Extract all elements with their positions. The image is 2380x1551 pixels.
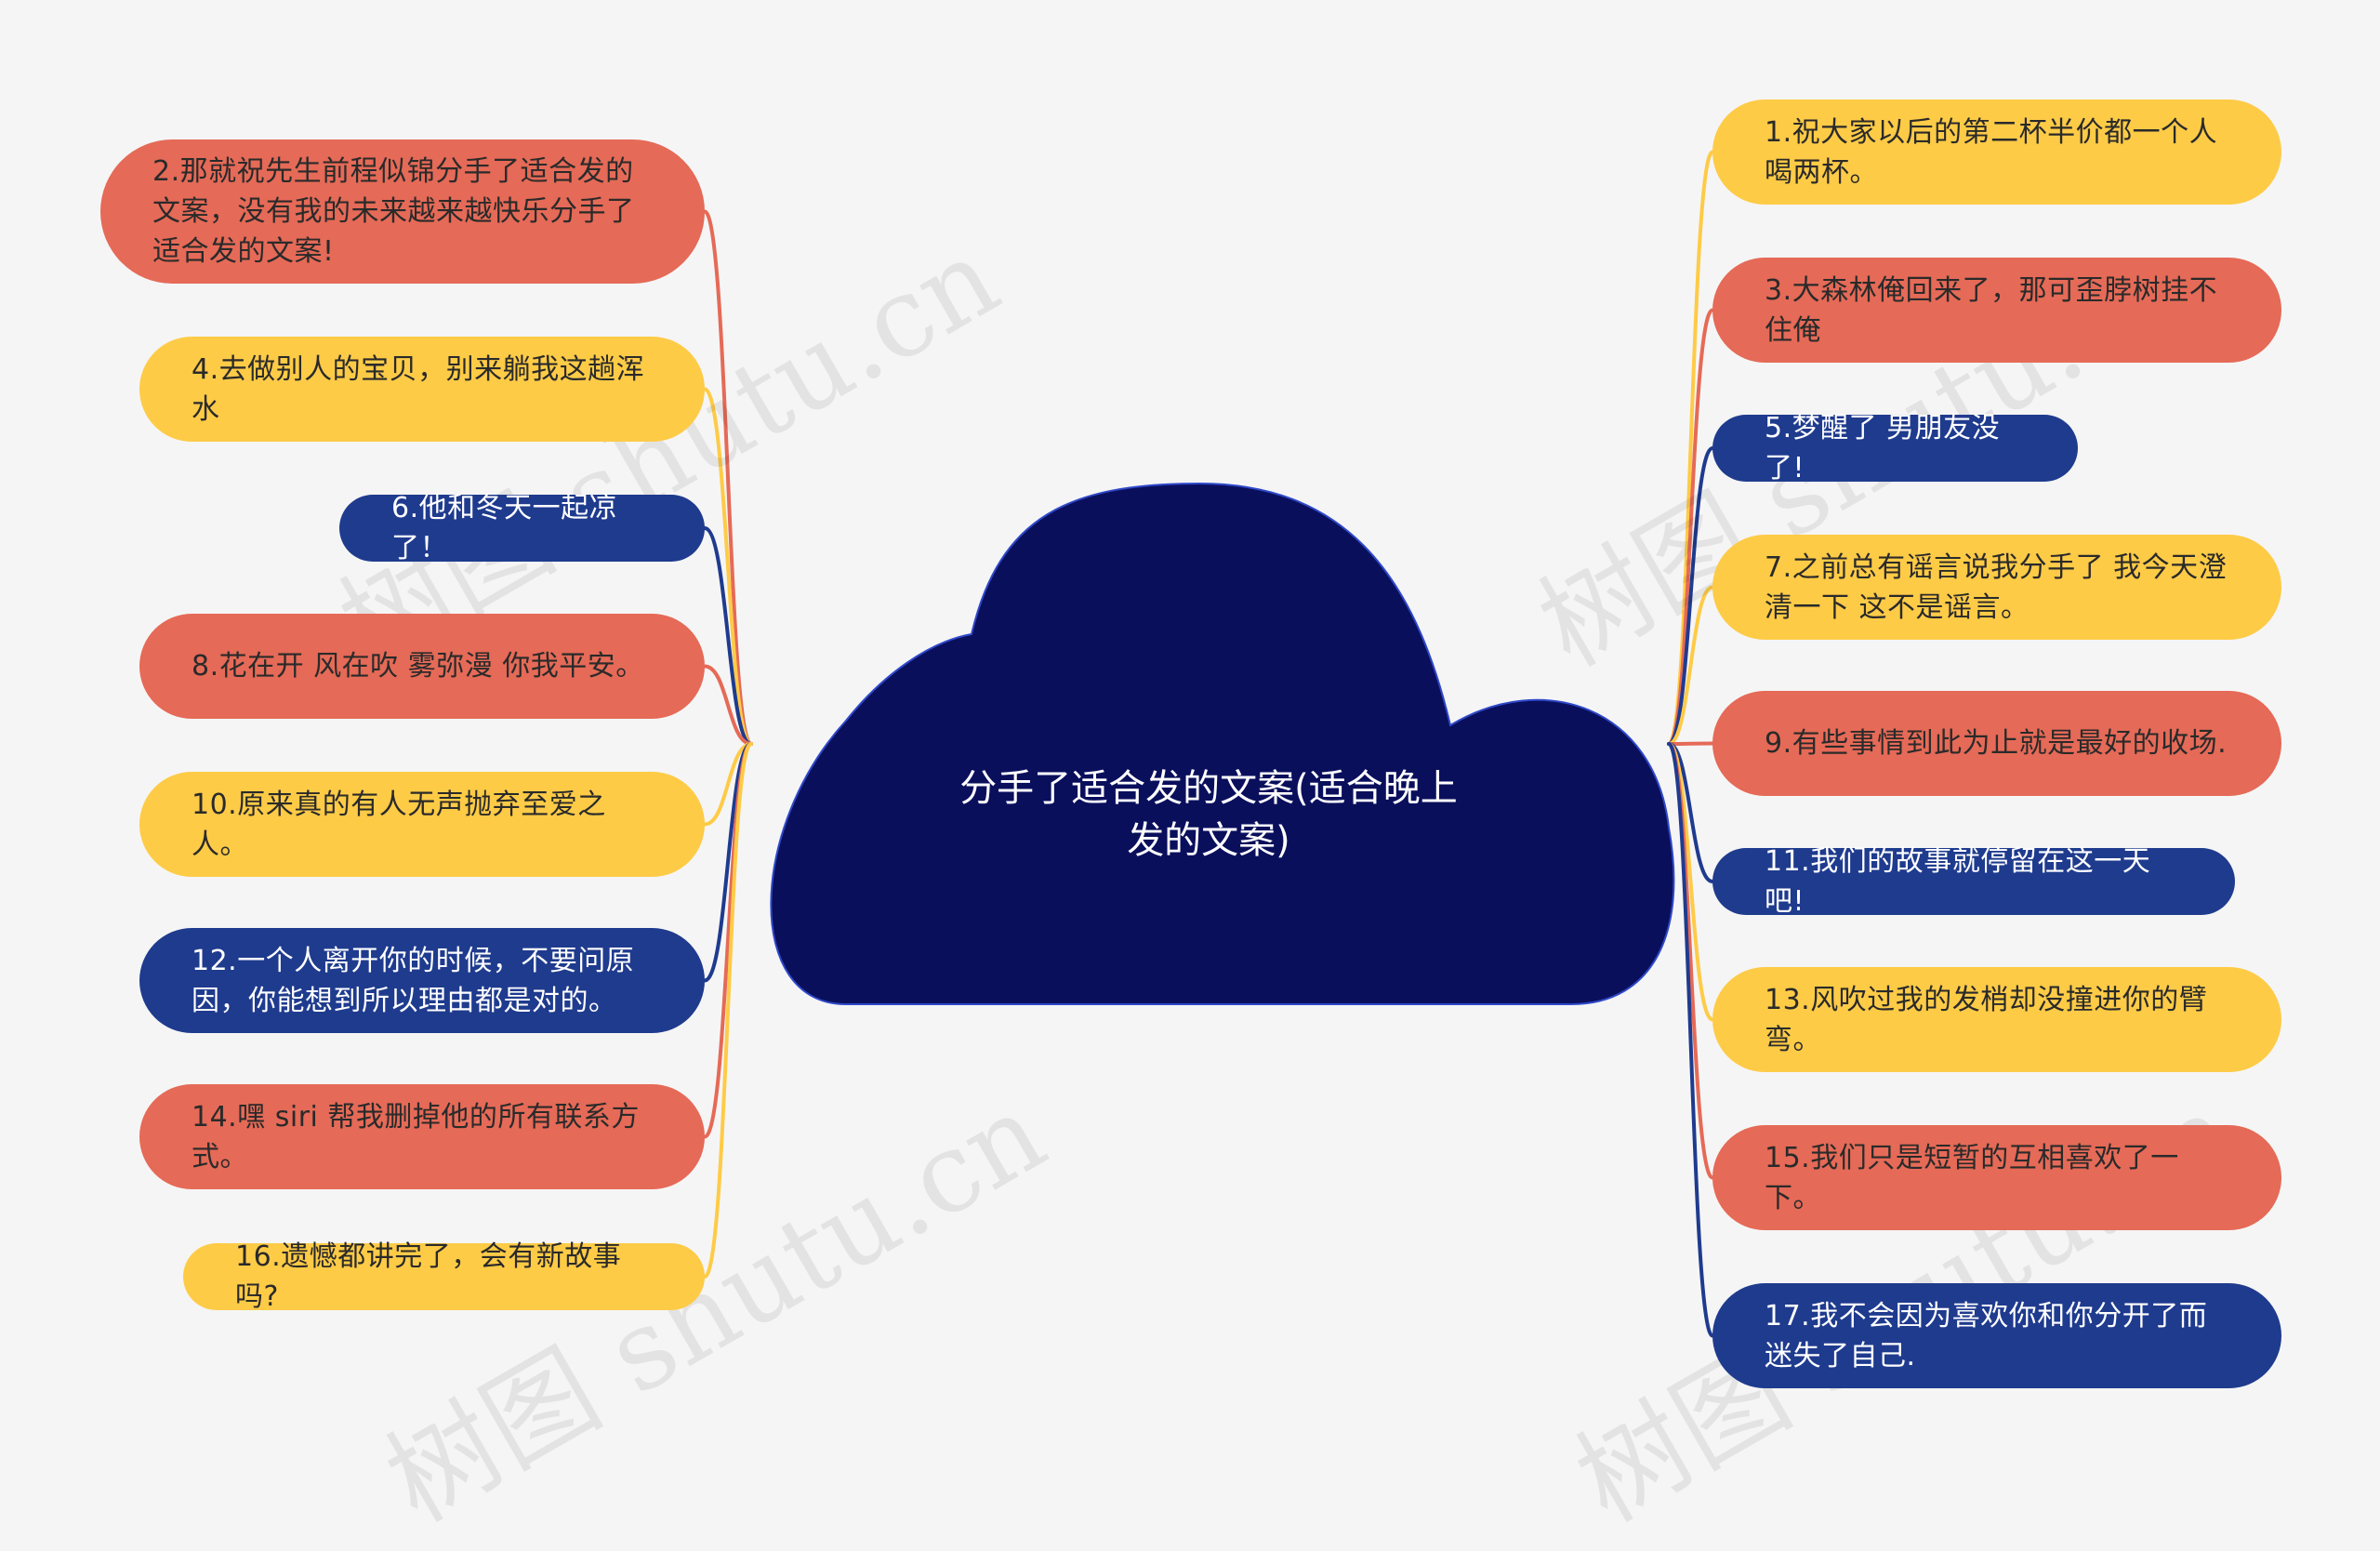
right-topic-node[interactable]: 1.祝大家以后的第二杯半价都一个人喝两杯。: [1712, 99, 2281, 205]
right-topic-node[interactable]: 5.梦醒了 男朋友没了!: [1712, 412, 2078, 484]
left-branch-connector: [703, 742, 753, 1139]
topic-text: 13.风吹过我的发梢却没撞进你的臂弯。: [1765, 983, 2208, 1056]
right-topic-node[interactable]: 15.我们只是短暂的互相喜欢了一下。: [1712, 1125, 2281, 1230]
left-topic-node[interactable]: 6.他和冬天一起凉了！: [339, 492, 705, 564]
left-topic-node[interactable]: 2.那就祝先生前程似锦分手了适合发的文案，没有我的未来越来越快乐分手了适合发的文…: [100, 139, 705, 284]
topic-text: 3.大森林俺回来了，那可歪脖树挂不住俺: [1765, 273, 2218, 347]
left-branch-connector: [703, 526, 753, 746]
right-branch-connector: [1667, 585, 1714, 746]
central-topic-title[interactable]: 分手了适合发的文案(适合晚上发的文案): [959, 767, 1458, 862]
left-topic-node[interactable]: 8.花在开 风在吹 雾弥漫 你我平安。: [139, 614, 705, 719]
left-topic-node[interactable]: 12.一个人离开你的时候，不要问原因，你能想到所以理由都是对的。: [139, 928, 705, 1033]
topic-text: 11.我们的故事就停留在这一天吧!: [1765, 845, 2151, 918]
left-topic-node[interactable]: 10.原来真的有人无声抛弃至爱之人。: [139, 772, 705, 877]
left-branch-connector: [703, 742, 753, 1279]
right-topic-node[interactable]: 7.之前总有谣言说我分手了 我今天澄清一下 这不是谣言。: [1712, 535, 2281, 640]
right-topic-node[interactable]: 13.风吹过我的发梢却没撞进你的臂弯。: [1712, 967, 2281, 1072]
left-branch-connector: [703, 742, 753, 827]
left-topic-node[interactable]: 4.去做别人的宝贝，别来躺我这趟浑水: [139, 337, 705, 442]
left-topic-node[interactable]: 16.遗憾都讲完了，会有新故事吗?: [183, 1240, 705, 1313]
left-topic-node[interactable]: 14.嘿 siri 帮我删掉他的所有联系方式。: [139, 1084, 705, 1189]
topic-text: 9.有些事情到此为止就是最好的收场.: [1765, 727, 2228, 760]
right-topic-node[interactable]: 11.我们的故事就停留在这一天吧!: [1712, 845, 2235, 918]
topic-text: 4.去做别人的宝贝，别来躺我这趟浑水: [192, 352, 645, 426]
topic-text: 10.原来真的有人无声抛弃至爱之人。: [192, 788, 606, 861]
right-topic-node[interactable]: 17.我不会因为喜欢你和你分开了而迷失了自己.: [1712, 1283, 2281, 1388]
right-topic-node[interactable]: 3.大森林俺回来了，那可歪脖树挂不住俺: [1712, 258, 2281, 363]
left-branch-connector: [703, 209, 753, 746]
mind-map-canvas: [703, 150, 1714, 1338]
left-branch-connector: [703, 664, 753, 746]
left-branch-connector: [703, 387, 753, 746]
topic-text: 1.祝大家以后的第二杯半价都一个人喝两杯。: [1765, 115, 2218, 189]
topic-text: 12.一个人离开你的时候，不要问原因，你能想到所以理由都是对的。: [192, 944, 635, 1017]
right-branch-connector: [1667, 308, 1714, 746]
topic-text: 7.之前总有谣言说我分手了 我今天澄清一下 这不是谣言。: [1765, 550, 2228, 624]
topic-text: 5.梦醒了 男朋友没了!: [1765, 412, 2001, 484]
topic-text: 17.我不会因为喜欢你和你分开了而迷失了自己.: [1765, 1299, 2208, 1372]
topic-text: 8.花在开 风在吹 雾弥漫 你我平安。: [192, 650, 644, 683]
central-cloud-shape[interactable]: [770, 482, 1675, 1005]
topic-text: 14.嘿 siri 帮我删掉他的所有联系方式。: [192, 1100, 640, 1173]
topic-text: 16.遗憾都讲完了，会有新故事吗?: [235, 1240, 622, 1313]
topic-text: 2.那就祝先生前程似锦分手了适合发的文案，没有我的未来越来越快乐分手了适合发的文…: [152, 155, 635, 268]
right-branch-connector: [1667, 741, 1714, 746]
topic-text: 6.他和冬天一起凉了！: [391, 492, 618, 564]
right-branch-connector: [1667, 446, 1714, 746]
right-topic-node[interactable]: 9.有些事情到此为止就是最好的收场.: [1712, 691, 2281, 796]
topic-text: 15.我们只是短暂的互相喜欢了一下。: [1765, 1141, 2179, 1214]
right-branch-connector: [1667, 742, 1714, 1338]
